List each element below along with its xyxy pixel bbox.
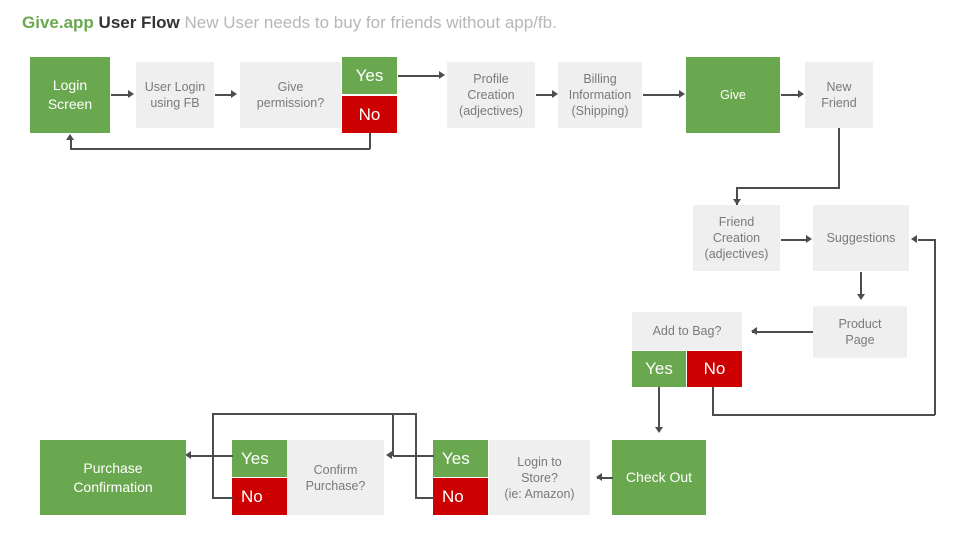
edge-confirm-entry-left bbox=[393, 455, 415, 457]
arrowhead-suggestions-to-productpage bbox=[856, 294, 865, 300]
node-profile-creation[interactable]: Profile Creation (adjectives) bbox=[447, 62, 535, 128]
arrowhead-billing-to-give bbox=[679, 90, 685, 99]
arrowhead-checkout-to-loginstore bbox=[596, 473, 602, 482]
node-purchase-confirmation[interactable]: Purchase Confirmation bbox=[40, 440, 186, 515]
node-friend-creation[interactable]: Friend Creation (adjectives) bbox=[693, 205, 780, 271]
edge-confirmno-left bbox=[212, 497, 233, 499]
arrowhead-bagyes-to-checkout bbox=[654, 427, 663, 433]
node-product-page[interactable]: Product Page bbox=[813, 306, 907, 358]
edge-confirmyes-left bbox=[212, 455, 233, 457]
node-add-to-bag[interactable]: Add to Bag? bbox=[632, 312, 742, 350]
edge-bagno-up bbox=[934, 239, 936, 415]
edge-friendcreation-to-suggestions bbox=[781, 239, 807, 241]
edge-login-to-userlogin bbox=[111, 94, 129, 96]
edge-bagno-right bbox=[712, 414, 935, 416]
node-new-friend[interactable]: New Friend bbox=[805, 62, 873, 128]
node-confirm-no[interactable]: No bbox=[232, 478, 287, 515]
edge-permission-no-down bbox=[369, 133, 371, 149]
edge-confirmno-up bbox=[212, 455, 214, 498]
edge-store-rail-to-confirm bbox=[212, 413, 417, 415]
edge-bagyes-to-checkout bbox=[658, 387, 660, 429]
title-main: User Flow bbox=[93, 13, 185, 32]
edge-storeyes-up bbox=[415, 413, 417, 456]
node-give[interactable]: Give bbox=[686, 57, 780, 133]
arrowhead-productpage-to-addtobag bbox=[751, 327, 757, 336]
edge-permission-no-left bbox=[70, 148, 370, 150]
edge-billing-to-give bbox=[643, 94, 680, 96]
node-user-login-fb[interactable]: User Login using FB bbox=[136, 62, 214, 128]
node-login-to-store[interactable]: Login to Store? (ie: Amazon) bbox=[489, 440, 590, 515]
edge-checkout-to-loginstore bbox=[597, 477, 613, 479]
node-permission-no[interactable]: No bbox=[342, 96, 397, 133]
node-give-permission[interactable]: Give permission? bbox=[240, 62, 341, 128]
edge-userlogin-to-permission bbox=[215, 94, 232, 96]
edge-permission-no-up-to-login bbox=[70, 140, 72, 149]
arrowhead-store-to-confirm bbox=[386, 451, 392, 460]
node-confirm-yes[interactable]: Yes bbox=[232, 440, 287, 477]
node-loginstore-no[interactable]: No bbox=[433, 478, 488, 515]
edge-confirm-to-purchaseconfirmation bbox=[189, 455, 213, 457]
edge-newfriend-left bbox=[736, 187, 840, 189]
node-suggestions[interactable]: Suggestions bbox=[813, 205, 909, 271]
edge-bagno-to-suggestions bbox=[918, 239, 935, 241]
node-confirm-purchase[interactable]: Confirm Purchase? bbox=[287, 440, 384, 515]
node-billing-information[interactable]: Billing Information (Shipping) bbox=[558, 62, 642, 128]
node-addtobag-yes[interactable]: Yes bbox=[632, 351, 686, 387]
node-loginstore-yes[interactable]: Yes bbox=[433, 440, 488, 477]
arrowhead-permission-yes-to-profile bbox=[439, 71, 445, 80]
edge-give-to-newfriend bbox=[781, 94, 799, 96]
node-addtobag-no[interactable]: No bbox=[687, 351, 742, 387]
edge-suggestions-to-productpage bbox=[860, 272, 862, 296]
edge-newfriend-down bbox=[838, 128, 840, 188]
edge-permission-yes-to-profile bbox=[398, 75, 440, 77]
arrowhead-login-to-userlogin bbox=[128, 90, 134, 99]
node-check-out[interactable]: Check Out bbox=[612, 440, 706, 515]
edge-storeno-left bbox=[415, 497, 434, 499]
arrowhead-userlogin-to-permission bbox=[231, 90, 237, 99]
title-brand: Give.app bbox=[22, 13, 94, 32]
title-subtitle: New User needs to buy for friends withou… bbox=[184, 13, 557, 32]
edge-newfriend-down-to-friendcreation bbox=[736, 187, 738, 206]
edge-profile-to-billing bbox=[536, 94, 553, 96]
arrowhead-bagno-to-suggestions bbox=[911, 235, 917, 244]
page-title: Give.app User Flow New User needs to buy… bbox=[22, 12, 557, 34]
arrowhead-newfriend-to-friendcreation bbox=[732, 199, 741, 205]
edge-confirm-entry-down bbox=[392, 413, 394, 456]
edge-storeno-up bbox=[415, 455, 417, 498]
edge-bagno-down bbox=[712, 387, 714, 415]
edge-storeyes-left bbox=[415, 455, 434, 457]
edge-productpage-to-addtobag bbox=[752, 331, 813, 333]
arrowhead-permission-no-to-login bbox=[65, 134, 74, 140]
node-permission-yes[interactable]: Yes bbox=[342, 57, 397, 94]
edge-confirmyes-vert bbox=[212, 413, 214, 456]
node-login-screen[interactable]: Login Screen bbox=[30, 57, 110, 133]
arrowhead-profile-to-billing bbox=[552, 90, 558, 99]
arrowhead-confirm-to-purchaseconfirmation bbox=[185, 451, 191, 460]
arrowhead-give-to-newfriend bbox=[798, 90, 804, 99]
arrowhead-friendcreation-to-suggestions bbox=[806, 235, 812, 244]
